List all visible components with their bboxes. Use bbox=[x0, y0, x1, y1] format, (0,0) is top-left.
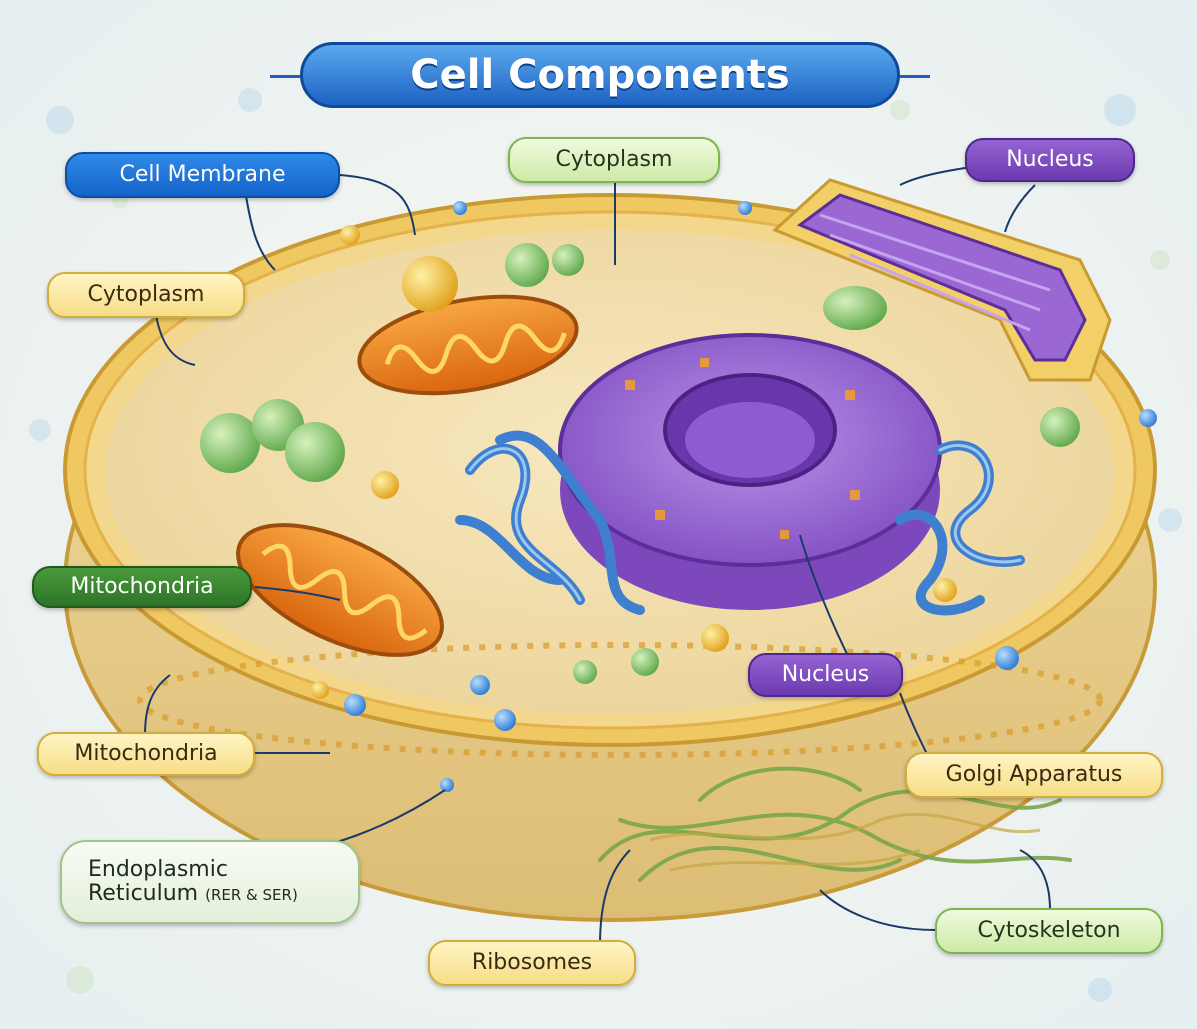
nucleus-organelle bbox=[560, 335, 940, 610]
label-cytoplasm-left: Cytoplasm bbox=[47, 272, 245, 318]
er-line2-wrap: Reticulum (RER & SER) bbox=[88, 882, 298, 906]
label-mitochondria-green: Mitochondria bbox=[32, 566, 252, 608]
label-endoplasmic-reticulum: Endoplasmic Reticulum (RER & SER) bbox=[60, 840, 360, 924]
label-nucleus-top: Nucleus bbox=[965, 138, 1135, 182]
title-banner: Cell Components bbox=[300, 42, 900, 108]
label-mitochondria-yellow: Mitochondria bbox=[37, 732, 255, 776]
label-cell-membrane: Cell Membrane bbox=[65, 152, 340, 198]
er-line2: Reticulum bbox=[88, 881, 198, 906]
label-nucleus-center: Nucleus bbox=[748, 653, 903, 697]
label-cytoskeleton: Cytoskeleton bbox=[935, 908, 1163, 954]
er-line1: Endoplasmic bbox=[88, 858, 228, 882]
page-title: Cell Components bbox=[300, 42, 900, 108]
label-ribosomes: Ribosomes bbox=[428, 940, 636, 986]
label-golgi-apparatus: Golgi Apparatus bbox=[905, 752, 1163, 798]
label-cytoplasm-top: Cytoplasm bbox=[508, 137, 720, 183]
er-sub: (RER & SER) bbox=[205, 886, 298, 904]
